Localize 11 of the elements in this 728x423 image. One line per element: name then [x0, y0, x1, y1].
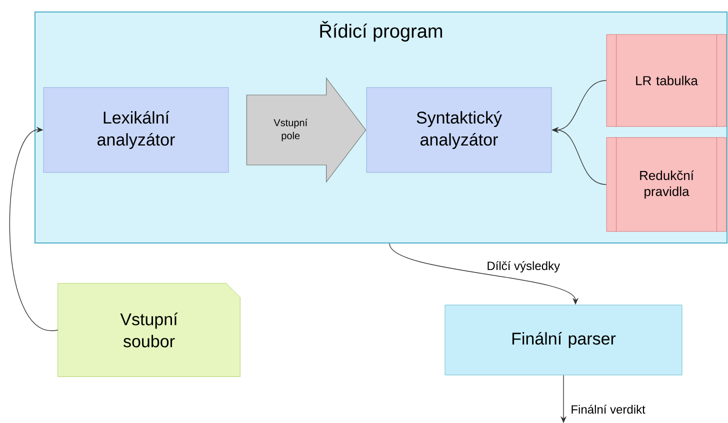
edge-label: Dílčí výsledky	[486, 260, 562, 274]
file-note: Vstupní soubor	[58, 283, 240, 377]
data-box: Redukční pravidla	[606, 137, 727, 232]
block-arrow	[246, 77, 366, 183]
edge-label: Vstupní pole	[274, 118, 308, 142]
process-box: Lexikální analyzátor	[43, 87, 229, 173]
process-box: Syntaktický analyzátor	[366, 87, 552, 173]
process-box: Finální parser	[444, 304, 682, 376]
edge-label: Finální verdikt	[570, 404, 646, 415]
connector-arrow	[9, 126, 58, 330]
data-box: LR tabulka	[606, 34, 727, 127]
